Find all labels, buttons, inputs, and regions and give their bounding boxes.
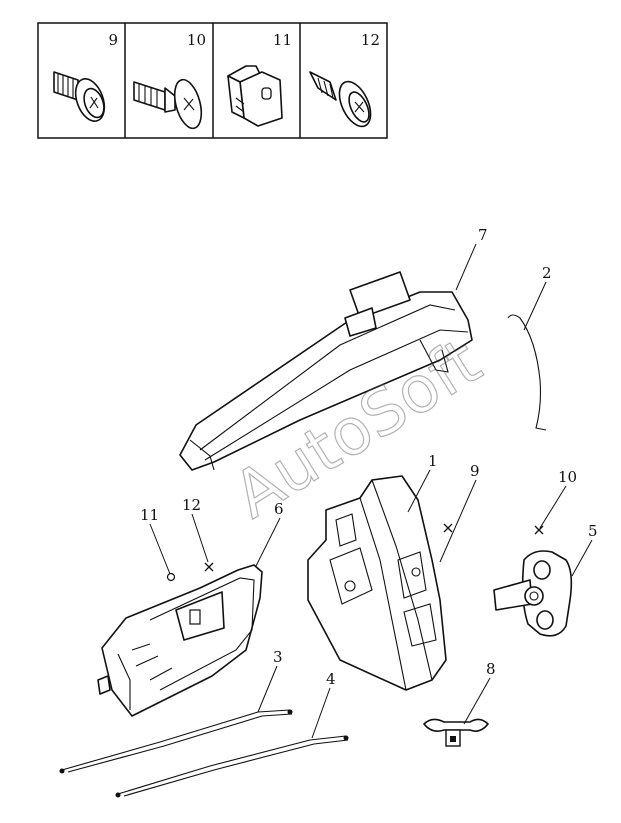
callout-4: 4 xyxy=(326,670,336,688)
cable-clip-part xyxy=(423,718,489,747)
callout-9: 9 xyxy=(470,462,480,480)
seal-strip-part xyxy=(507,314,547,431)
callout-3: 3 xyxy=(273,648,283,666)
fastener-legend-table: 9 10 11 12 xyxy=(37,22,388,139)
tapping-screw-icon xyxy=(309,71,372,128)
countersunk-screw-icon xyxy=(133,78,203,130)
callout-5: 5 xyxy=(588,522,598,540)
clip-nut-icon xyxy=(227,65,283,127)
screw-marker-9 xyxy=(443,523,453,533)
legend-number-10: 10 xyxy=(187,31,206,49)
door-lock-actuator-part xyxy=(307,475,447,691)
callout-11: 11 xyxy=(140,506,159,524)
leader-lines xyxy=(149,243,593,739)
release-cable-3 xyxy=(59,709,293,774)
callout-1: 1 xyxy=(428,452,438,470)
lock-cable-4 xyxy=(115,735,349,798)
callout-12: 12 xyxy=(182,496,201,514)
clip-nut-marker-11 xyxy=(166,572,176,582)
callout-10: 10 xyxy=(558,468,577,486)
callout-numbers: 7 2 1 9 10 5 11 12 6 3 4 8 xyxy=(140,226,598,688)
flange-screw-icon xyxy=(53,71,106,122)
door-striker-part xyxy=(493,550,573,637)
outer-door-handle-part xyxy=(179,271,473,471)
callout-7: 7 xyxy=(478,226,488,244)
screw-marker-12 xyxy=(204,562,214,572)
legend-number-9: 9 xyxy=(108,31,118,49)
callout-6: 6 xyxy=(274,500,284,518)
callout-8: 8 xyxy=(486,660,496,678)
screw-marker-10 xyxy=(534,525,544,535)
inside-door-handle-part xyxy=(97,564,263,717)
legend-number-11: 11 xyxy=(273,31,292,49)
fastener-markers xyxy=(166,523,544,582)
callout-2: 2 xyxy=(542,264,552,282)
legend-number-12: 12 xyxy=(361,31,380,49)
